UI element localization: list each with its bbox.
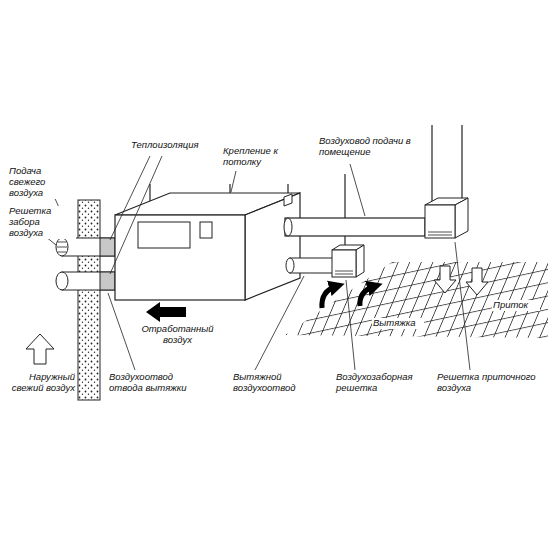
- exhaust-grille: [332, 250, 356, 277]
- grille-slats: [57, 242, 67, 252]
- grille-slats: [335, 271, 353, 274]
- duct-collar: [286, 258, 294, 273]
- extract-arrow: [322, 286, 337, 308]
- leader-line: [110, 156, 162, 274]
- supply-arrow: [466, 268, 488, 295]
- ceiling-rod: [461, 125, 462, 199]
- part-label: Воздуховод подачи в помещение: [318, 136, 418, 158]
- insulation: [100, 238, 115, 256]
- exhaust-duct: [290, 258, 335, 273]
- supply-duct: [285, 218, 425, 236]
- leader-lines: [40, 156, 470, 370]
- mount-bracket: [284, 194, 292, 206]
- leader-line: [350, 164, 365, 216]
- intake-pipe: [62, 238, 115, 256]
- grille-slats: [428, 232, 452, 235]
- unit-front: [115, 215, 245, 300]
- ceiling-rod: [431, 125, 432, 201]
- ceiling-grid: [280, 255, 550, 345]
- part-label: Решетка приточного воздуха: [436, 372, 542, 394]
- supply-diffuser: [425, 205, 455, 238]
- duct-collar: [284, 218, 292, 236]
- fresh-air-arrow: [26, 334, 54, 364]
- exhaust-outlet-pipe: [62, 272, 115, 290]
- outer-wall: [78, 200, 100, 400]
- part-label: Воздухозаборная решетка: [335, 372, 427, 394]
- part-label: Теплоизоляция: [130, 140, 210, 151]
- leader-line: [108, 293, 135, 370]
- extract-arrow: [360, 286, 375, 306]
- part-label: Наружный свежий воздух: [6, 372, 76, 394]
- intake-grille: [56, 238, 68, 256]
- part-label: Крепление к потолку: [222, 146, 292, 168]
- service-panel: [138, 222, 190, 248]
- supply-arrow: [434, 266, 456, 293]
- insulation: [100, 272, 115, 290]
- part-label: Вытяжной воздухоотвод: [232, 372, 312, 394]
- control-box: [200, 222, 212, 238]
- leader-line: [455, 242, 470, 370]
- leader-line: [255, 276, 304, 370]
- exhaust-outlet-end: [56, 272, 68, 290]
- part-label: Воздухоотвод отвода вытяжки: [108, 372, 203, 394]
- ceiling-rod: [344, 174, 345, 250]
- leader-line: [231, 171, 236, 192]
- unit-side: [245, 193, 300, 300]
- part-label: Приток: [492, 300, 540, 311]
- exhaust-grille-side: [356, 245, 364, 277]
- part-label: Решетка забора воздуха: [8, 206, 76, 239]
- part-label: Отработанный воздух: [135, 324, 220, 346]
- leader-line: [110, 156, 150, 240]
- ceiling-rod: [149, 184, 150, 203]
- exhaust-air-arrow: [146, 302, 186, 322]
- leader-line: [346, 280, 355, 370]
- diffuser-side: [455, 198, 468, 238]
- part-label: Вытяжка: [372, 318, 424, 329]
- part-label: Подача свежего воздуха: [8, 166, 76, 199]
